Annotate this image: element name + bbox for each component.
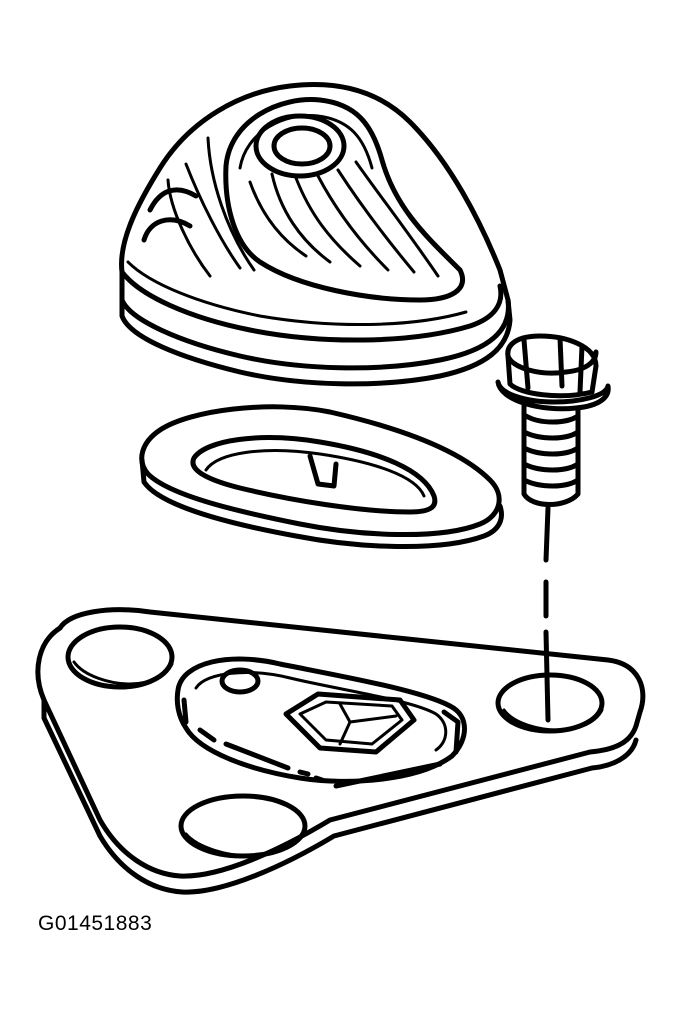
bracket-hole-left [68, 627, 172, 687]
figure-id-label: G01451883 [38, 912, 153, 935]
bracket-hole-bottom [181, 796, 305, 856]
lamp-housing [122, 85, 510, 384]
gasket [142, 407, 502, 547]
bolt [498, 336, 608, 720]
bracket-lamp-seat [177, 659, 464, 786]
bracket-hole-right [498, 675, 602, 731]
mounting-bracket [38, 610, 643, 892]
